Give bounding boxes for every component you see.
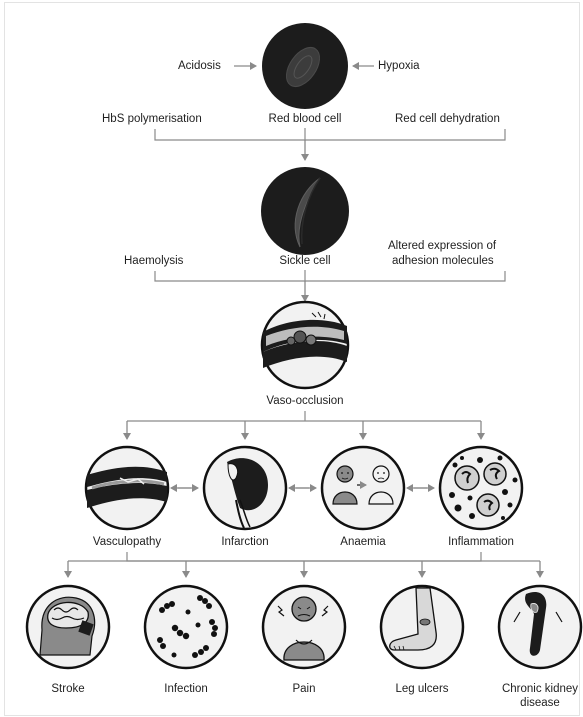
vessel-icon bbox=[84, 445, 170, 531]
anaemia-people-icon bbox=[320, 445, 406, 531]
infarct-tissue-icon bbox=[202, 445, 288, 531]
leg-ulcer-icon bbox=[379, 584, 465, 670]
bacteria-icon bbox=[143, 584, 229, 670]
vasculopathy-label: Vasculopathy bbox=[92, 536, 162, 548]
vaso-occlusion-label: Vaso-occlusion bbox=[266, 395, 344, 407]
hbs-polymerisation-label: HbS polymerisation bbox=[102, 113, 202, 125]
infection-label: Infection bbox=[164, 683, 208, 695]
leg-ulcers-label: Leg ulcers bbox=[395, 683, 449, 695]
brain-head-icon bbox=[25, 584, 111, 670]
stroke-label: Stroke bbox=[51, 683, 85, 695]
stage1-bracket bbox=[154, 129, 506, 141]
inflammation-label: Inflammation bbox=[448, 536, 514, 548]
altered-expression-label-line1: Altered expression of bbox=[388, 240, 497, 252]
person-in-pain-icon bbox=[261, 584, 347, 670]
infarction-label: Infarction bbox=[221, 536, 269, 548]
pain-label: Pain bbox=[292, 683, 316, 695]
haemolysis-label: Haemolysis bbox=[124, 255, 184, 267]
acidosis-label: Acidosis bbox=[178, 60, 221, 72]
red-blood-cell-icon bbox=[262, 23, 348, 109]
sickle-cell-label: Sickle cell bbox=[279, 255, 331, 267]
mechanisms-bracket bbox=[126, 552, 482, 562]
chronic-kidney-disease-label-line2: disease bbox=[520, 697, 560, 709]
hypoxia-label: Hypoxia bbox=[378, 60, 420, 72]
chronic-kidney-disease-label-line1: Chronic kidney bbox=[501, 683, 579, 695]
anaemia-label: Anaemia bbox=[340, 536, 386, 548]
kidney-icon bbox=[497, 584, 583, 670]
red-cell-dehydration-label: Red cell dehydration bbox=[395, 113, 500, 125]
red-blood-cell-label: Red blood cell bbox=[268, 113, 342, 125]
sickle-cell-icon bbox=[261, 167, 349, 255]
stage2-bracket bbox=[154, 271, 506, 282]
vaso-occlusion-icon bbox=[260, 300, 350, 390]
altered-expression-label-line2: adhesion molecules bbox=[392, 255, 494, 267]
inflammatory-cells-icon bbox=[438, 445, 524, 531]
